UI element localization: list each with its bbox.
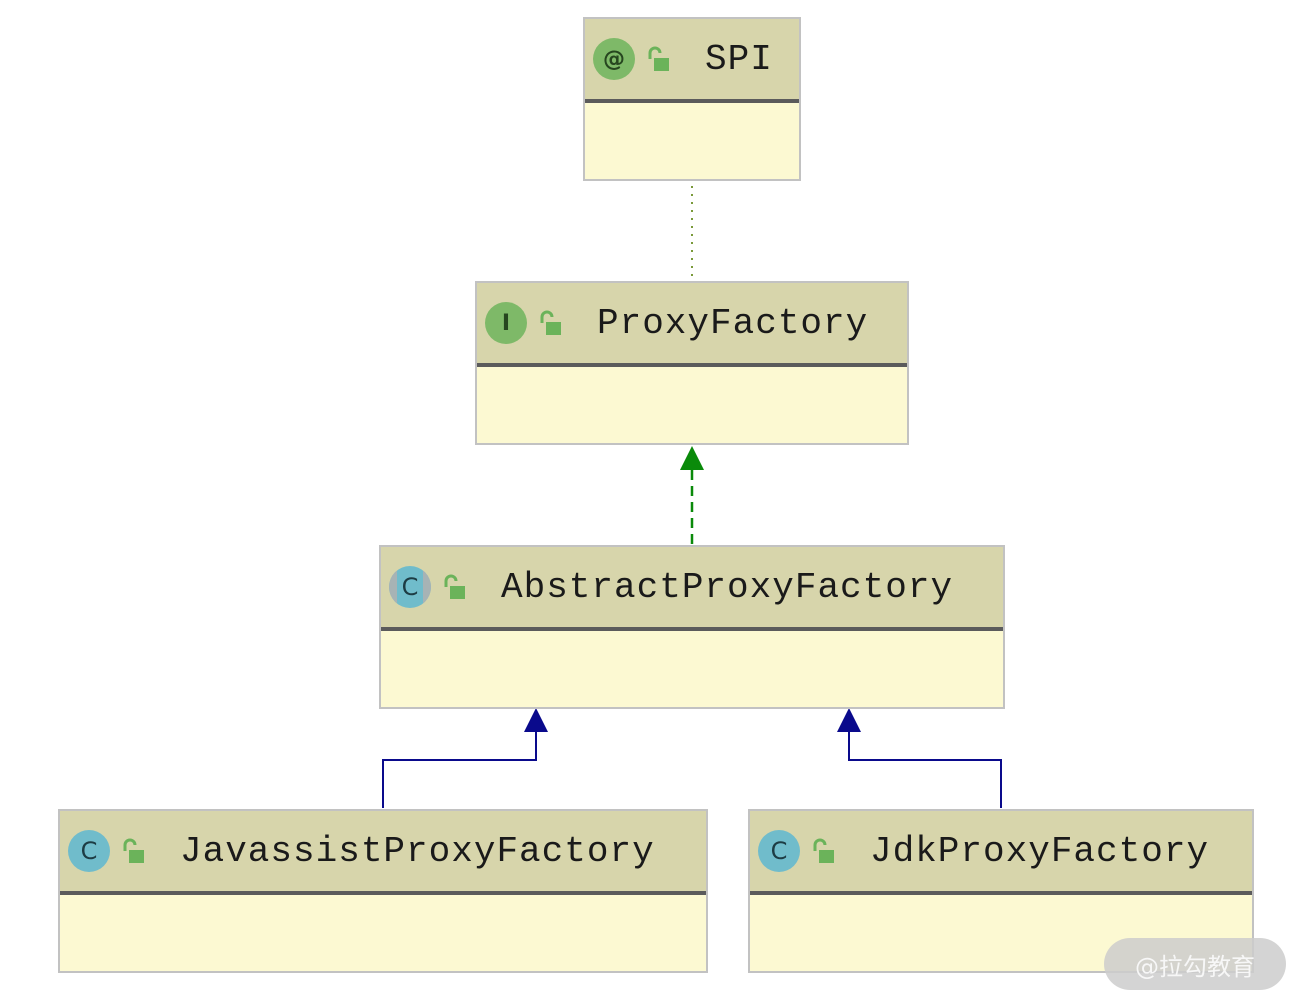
extends-line-jdk: [848, 732, 1002, 808]
node-header: C JavassistProxyFactory: [60, 811, 706, 895]
unlocked-icon: [540, 310, 561, 335]
node-members: [585, 103, 799, 179]
node-header: I ProxyFactory: [477, 283, 907, 367]
node-members: [60, 895, 706, 971]
implements-arrowhead: [680, 446, 704, 470]
watermark: @拉勾教育: [1104, 938, 1286, 990]
node-members: [477, 367, 907, 443]
annotation-icon: @: [593, 38, 635, 80]
extends-arrowhead-jdk: [837, 708, 861, 732]
node-title: ProxyFactory: [597, 302, 869, 344]
abstract-proxy-factory-node[interactable]: C AbstractProxyFactory: [379, 545, 1005, 709]
class-icon: C: [68, 830, 110, 872]
interface-icon: I: [485, 302, 527, 344]
extends-line-javassist: [382, 732, 537, 808]
class-icon: C: [758, 830, 800, 872]
node-header: C JdkProxyFactory: [750, 811, 1252, 895]
node-header: @ SPI: [585, 19, 799, 103]
node-title: AbstractProxyFactory: [501, 566, 954, 608]
node-header: C AbstractProxyFactory: [381, 547, 1003, 631]
javassist-proxy-factory-node[interactable]: C JavassistProxyFactory: [58, 809, 708, 973]
spi-node[interactable]: @ SPI: [583, 17, 801, 181]
node-members: [381, 631, 1003, 707]
unlocked-icon: [813, 838, 834, 863]
unlocked-icon: [123, 838, 144, 863]
extends-arrowhead-javassist: [524, 708, 548, 732]
node-title: JdkProxyFactory: [870, 830, 1210, 872]
node-title: JavassistProxyFactory: [180, 830, 655, 872]
unlocked-icon: [444, 574, 465, 599]
unlocked-icon: [648, 46, 669, 71]
jdk-proxy-factory-node[interactable]: C JdkProxyFactory: [748, 809, 1254, 973]
node-title: SPI: [705, 38, 773, 80]
proxy-factory-node[interactable]: I ProxyFactory: [475, 281, 909, 445]
abstract-class-icon: C: [389, 566, 431, 608]
